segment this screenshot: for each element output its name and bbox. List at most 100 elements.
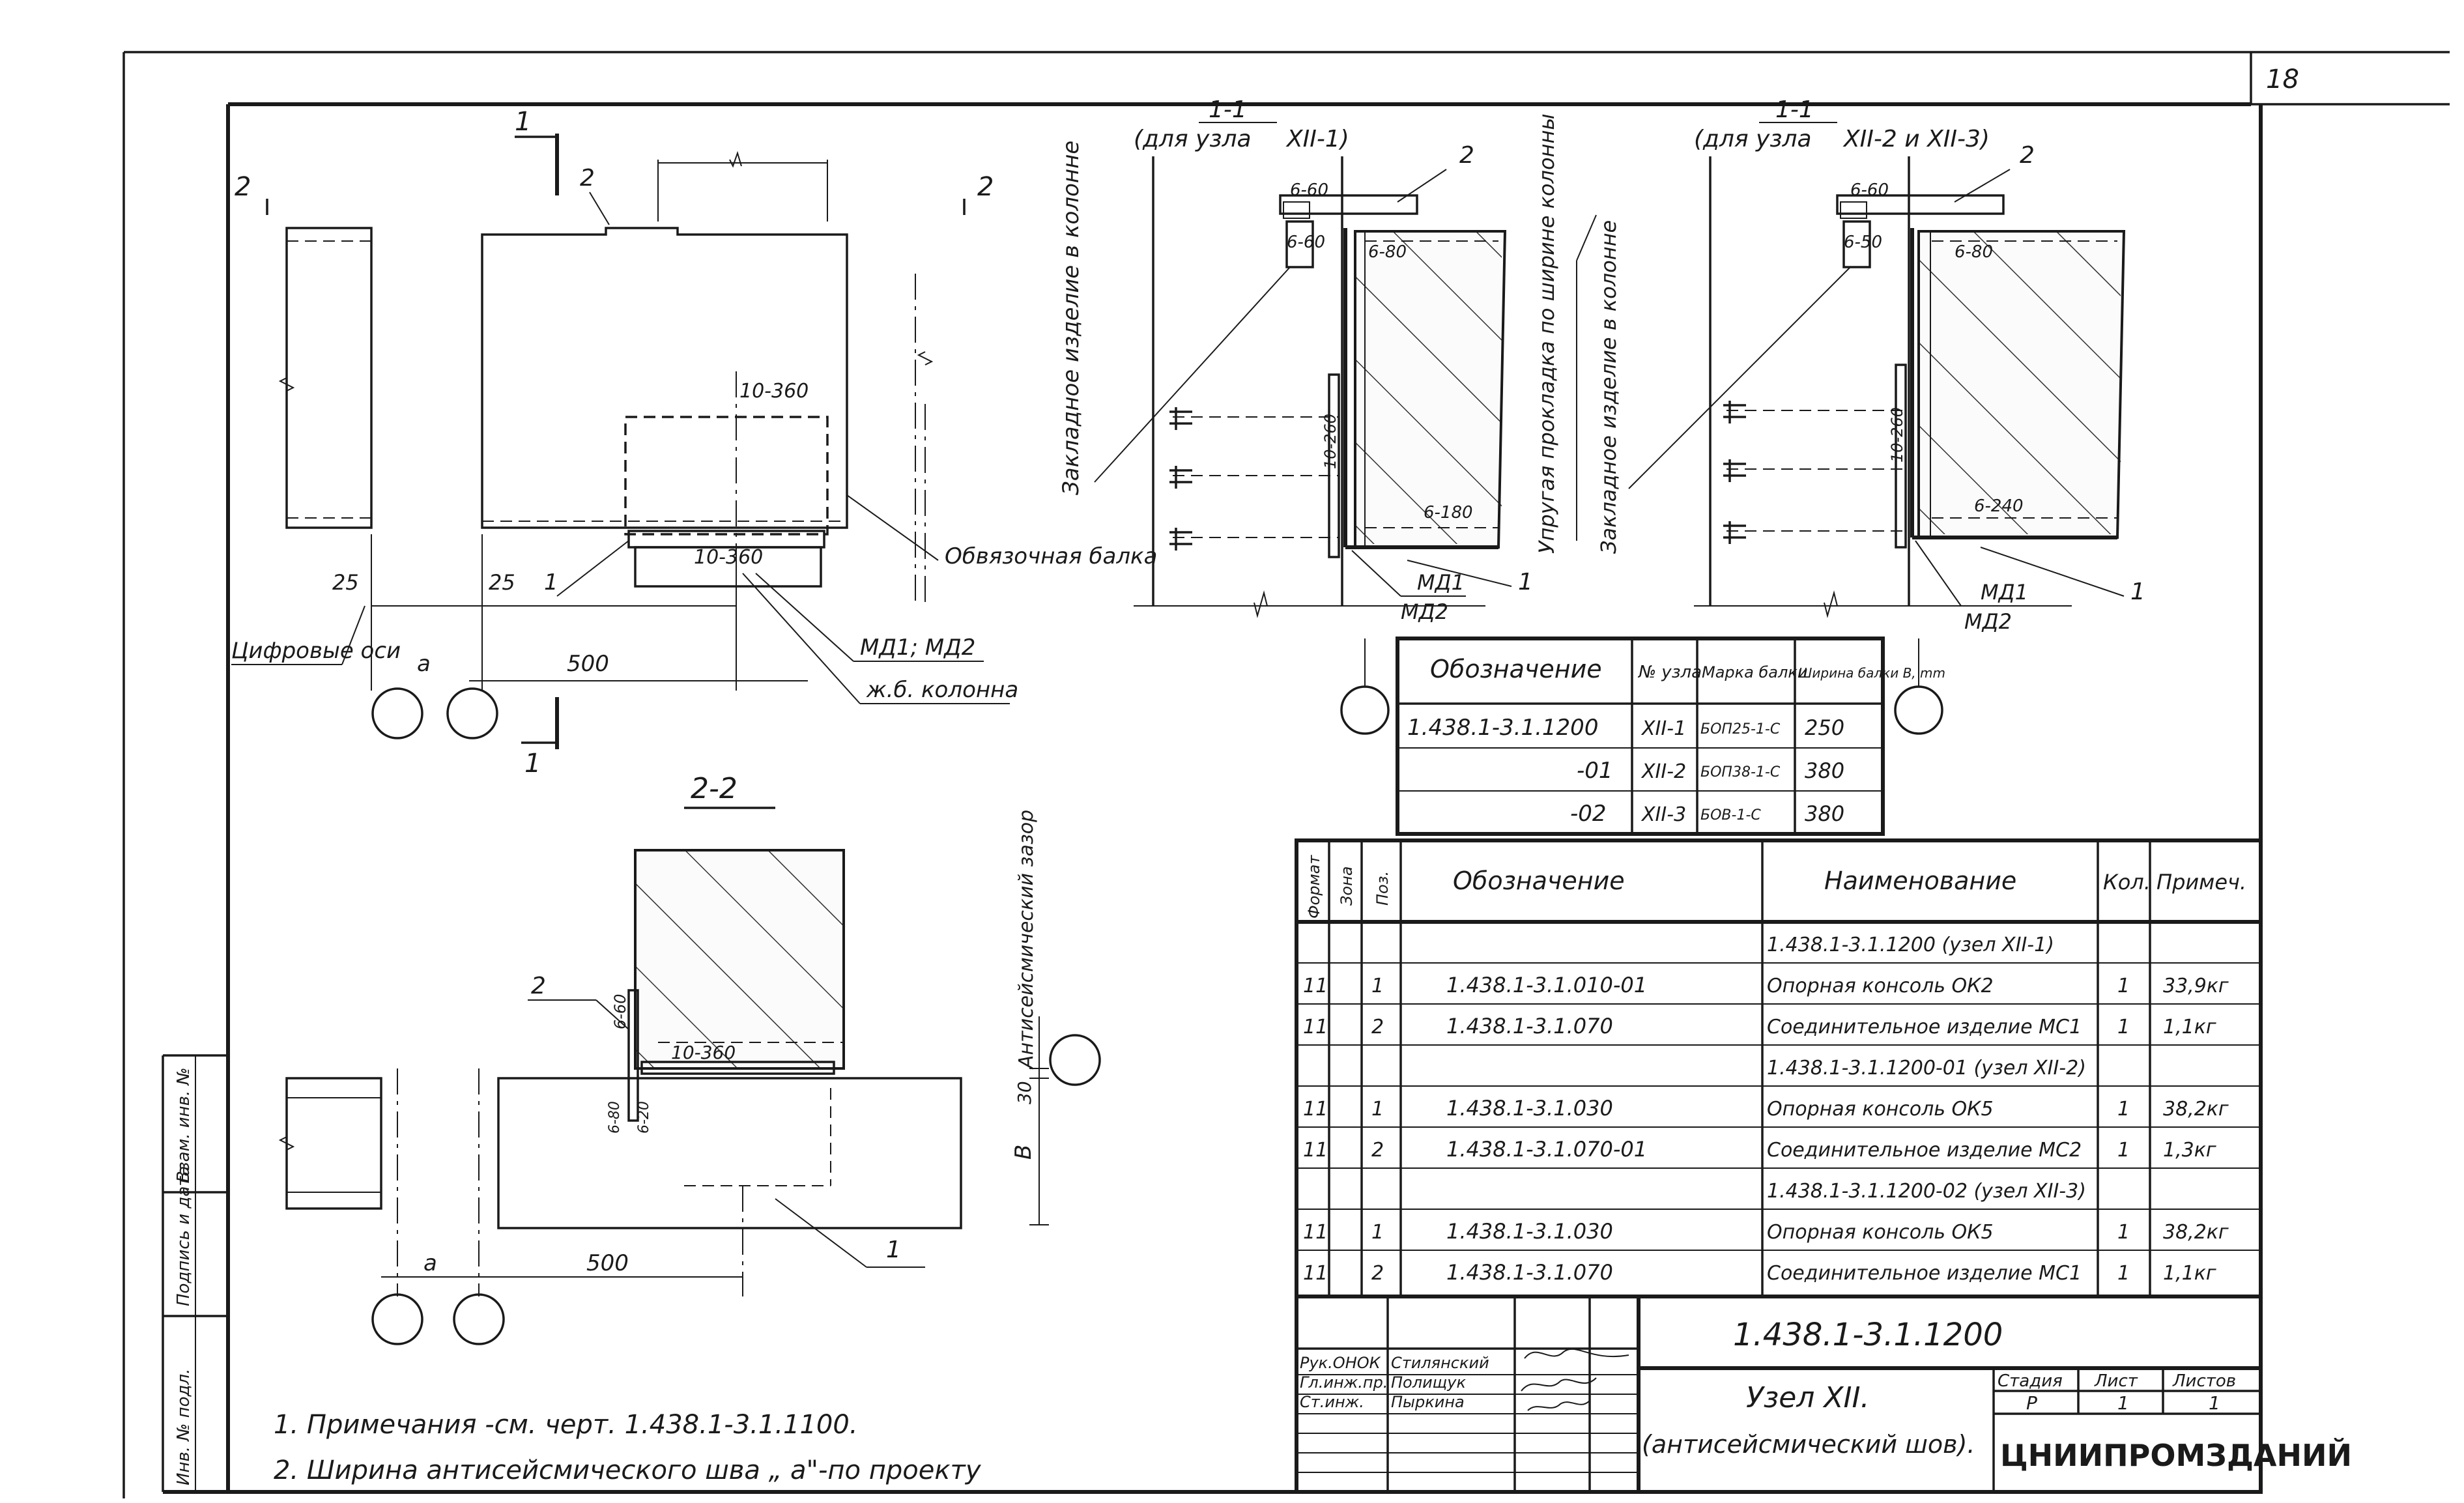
node-table-header-3: Ширина балки В, mm	[1798, 665, 1945, 681]
spec-cell-qty: 1	[2117, 975, 2130, 997]
spec-cell-name: Опорная консоль ОК5	[1767, 1221, 1994, 1244]
section-1a-title-text: (для узла	[1134, 126, 1252, 152]
section-1b-top-plate	[1836, 194, 2005, 215]
section-2-title: 2-2	[691, 772, 738, 805]
title-block-title-line2: (антисейсмический шов).	[1642, 1430, 1975, 1459]
spec-cell-pos: 2	[1371, 1139, 1384, 1162]
section-2-dim-b: В	[1010, 1145, 1037, 1160]
section-1b-weld-6-60-top: 6-60	[1850, 180, 1889, 200]
note-1: 1. Примечания -см. черт. 1.438.1-3.1.110…	[274, 1410, 858, 1440]
spec-row: 1.438.1-3.1.1200-01 (узел XII-2)	[1767, 1057, 2086, 1080]
section-1a-md1: МД1	[1417, 570, 1465, 595]
section-1b-label-embed: Закладное изделие в колонне	[1596, 220, 1621, 554]
section-2-dim-a: а	[423, 1250, 437, 1276]
spec-cell-qty: 1	[2117, 1098, 2130, 1121]
node-table-row-0-mark: БОП25-1-С	[1700, 721, 1781, 737]
plan-dim-25-left: 25	[332, 570, 359, 595]
node-table-row-0-width: 250	[1805, 715, 1844, 740]
section-1a-title-node: XII-1)	[1285, 126, 1349, 152]
spec-cell-name: Соединительное изделие МС1	[1767, 1262, 2082, 1285]
plan-dim-500: 500	[567, 651, 609, 677]
title-block-sheets-label: Листов	[2172, 1371, 2236, 1391]
spec-header-qty: Кол.	[2103, 870, 2151, 895]
section-2-lower-beam	[497, 1077, 962, 1229]
node-table-row-2-des: -02	[1570, 801, 1607, 827]
plan-axis-bubble-right	[446, 687, 498, 739]
section-1b-title-text: (для узла	[1694, 126, 1812, 152]
node-table: Обозначение № узла Марка балки Ширина ба…	[1340, 637, 1945, 836]
stamp-inv-subst: Взам. инв. №	[174, 1067, 193, 1182]
spec-cell-format: 11	[1303, 1262, 1328, 1285]
signature-1	[1524, 1348, 1629, 1359]
spec-cell-format: 11	[1303, 1221, 1328, 1244]
spec-cell-note: 38,2кг	[2163, 1098, 2229, 1121]
signature-3	[1527, 1400, 1590, 1411]
title-block-sheet-label: Лист	[2094, 1371, 2138, 1391]
section-2-callout-1: 1	[886, 1237, 901, 1263]
plan-view: 1 1 2 2 10-360 10-360 2 Обвязочная балка…	[231, 107, 1157, 779]
section-1a-top-plate	[1279, 194, 1418, 215]
section-2-axis-bubble-left	[371, 1293, 423, 1345]
node-table-row-1-node: XII-2	[1640, 760, 1686, 783]
node-table-row-0-node: XII-1	[1640, 717, 1686, 740]
spec-cell-pos: 1	[1371, 1221, 1384, 1244]
plan-section-mark-1-bottom: 1	[524, 749, 541, 779]
section-2-weld-10-360: 10-360	[671, 1042, 736, 1063]
section-2-dim-500: 500	[586, 1250, 629, 1276]
title-block-code: 1.438.1-3.1.1200	[1733, 1317, 2003, 1353]
plan-label-axes: Цифровые оси	[231, 638, 401, 664]
node-table-row-1-des: -01	[1577, 758, 1613, 784]
section-1b-weld-10-260: 10-260	[1888, 407, 1906, 463]
plan-dim-25-right: 25	[489, 570, 515, 595]
spec-header-format: Формат	[1305, 855, 1323, 919]
spec-cell-format: 11	[1303, 975, 1328, 997]
spec-cell-name: Соединительное изделие МС1	[1767, 1016, 2082, 1038]
spec-cell-name: 1.438.1-3.1.1200 (узел XII-1)	[1767, 934, 2054, 956]
spec-cell-note: 33,9кг	[2163, 975, 2229, 997]
spec-header-note: Примеч.	[2156, 870, 2246, 895]
spec-cell-designation: 1.438.1-3.1.030	[1446, 1219, 1613, 1244]
node-table-row-1-mark: БОП38-1-С	[1700, 764, 1781, 780]
section-1b-callout-1: 1	[2130, 579, 2145, 605]
spec-cell-designation: 1.438.1-3.1.070-01	[1446, 1137, 1647, 1162]
section-1b-title-node: XII-2 и XII-3)	[1842, 126, 1990, 152]
spec-cell-pos: 2	[1371, 1016, 1384, 1038]
spec-header-pos: Поз.	[1373, 871, 1392, 906]
spec-header-name: Наименование	[1824, 866, 2016, 895]
node-table-row-2-node: XII-3	[1640, 803, 1686, 826]
node-table-header-0: Обозначение	[1430, 655, 1602, 683]
section-1a-callout-1: 1	[1518, 569, 1533, 595]
spec-cell-qty: 1	[2117, 1139, 2130, 1162]
section-1b-md2: МД2	[1964, 609, 2012, 634]
node-table-header-1: № узла	[1637, 663, 1702, 682]
spec-cell-name: Соединительное изделие МС2	[1767, 1139, 2082, 1162]
section-1b-anchors	[1723, 364, 1907, 549]
section-1b-weld-6-50-side: 6-50	[1844, 233, 1882, 252]
spec-cell-note: 1,1кг	[2163, 1262, 2216, 1285]
title-block-role-1: Гл.инж.пр.	[1300, 1373, 1388, 1392]
spec-table: Формат Зона Поз. Обозначение Наименовани…	[1295, 838, 2263, 1298]
plan-callout-2: 2	[580, 165, 595, 192]
section-2-dim-30: 30	[1014, 1081, 1035, 1104]
stamp-inv-orig: Инв. № подл.	[174, 1369, 193, 1485]
node-table-row-2-mark: БОВ-1-С	[1700, 807, 1761, 823]
title-block-name-0: Стилянский	[1391, 1354, 1489, 1372]
title-block-name-1: Полищук	[1391, 1373, 1466, 1392]
note-2: 2. Ширина антисейсмического шва „ а"-по …	[274, 1455, 982, 1485]
title-block: 1.438.1-3.1.1200 Узел XII. (антисейсмиче…	[1295, 1295, 2352, 1494]
plan-label-beam: Обвязочная балка	[945, 543, 1157, 569]
stamp-signature-date: Подпись и дата	[174, 1166, 193, 1306]
plan-dim-a: а	[417, 651, 431, 677]
section-1a-weld-6-60-side: 6-60	[1287, 233, 1325, 252]
section-1b-callout-2: 2	[2020, 142, 2035, 169]
spec-cell-name: Опорная консоль ОК5	[1767, 1098, 1994, 1121]
node-table-row-2-width: 380	[1805, 801, 1844, 826]
title-block-role-0: Рук.ОНОК	[1300, 1354, 1381, 1372]
spec-cell-designation: 1.438.1-3.1.030	[1446, 1096, 1613, 1121]
section-1b-title-num: 1-1	[1775, 96, 1814, 123]
section-2-label-gap: Антисейсмический зазор	[1015, 810, 1038, 1070]
